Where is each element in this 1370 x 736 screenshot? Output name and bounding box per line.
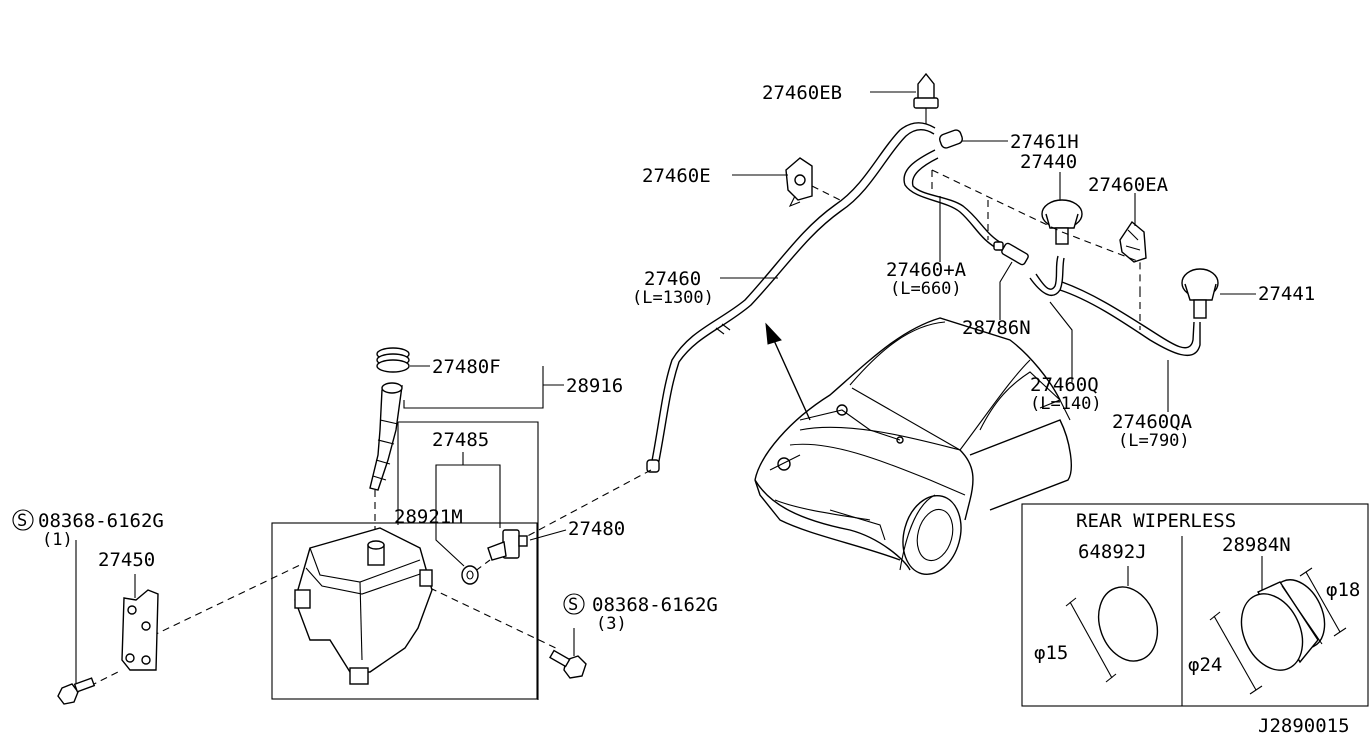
- diagram-code: J2890015: [1258, 715, 1350, 736]
- label-27460EB: 27460EB: [762, 82, 842, 104]
- label-dia15: φ15: [1034, 642, 1068, 664]
- bolt-symbol-left: [12, 509, 34, 531]
- label-27460A: 27460+A: [886, 259, 967, 281]
- hose-27460Q: [1029, 257, 1065, 296]
- label-27460EA: 27460EA: [1088, 174, 1169, 196]
- label-28786N: 28786N: [962, 317, 1031, 339]
- rear-wiperless-title: REAR WIPERLESS: [1076, 510, 1236, 532]
- filler-tube-28916: [369, 347, 410, 491]
- label-28984N: 28984N: [1222, 534, 1291, 556]
- label-64892J: 64892J: [1078, 541, 1147, 563]
- label-27460QA: 27460QA: [1112, 411, 1193, 433]
- pump-27480: [487, 529, 528, 561]
- grommet-28921M: [461, 565, 479, 585]
- label-27461H: 27461H: [1010, 131, 1079, 153]
- washer-tank: [294, 527, 433, 685]
- label-08368-left-qty: (1): [42, 530, 73, 550]
- label-27480F: 27480F: [432, 356, 501, 378]
- label-27480: 27480: [568, 518, 625, 540]
- vehicle-illustration: [754, 317, 1072, 576]
- label-27440: 27440: [1020, 151, 1077, 173]
- plug-28984N: [1240, 579, 1326, 671]
- label-08368-left: 08368-6162G: [38, 510, 164, 532]
- nozzle-27441: [1181, 268, 1219, 319]
- label-27460-length: (L=1300): [632, 288, 714, 308]
- bolt-symbol-right-letter: S: [568, 595, 578, 615]
- connector-27460EB: [913, 72, 939, 124]
- hose-27460: [650, 122, 936, 467]
- label-28916: 28916: [566, 375, 623, 397]
- bolt-08368-left: [57, 677, 96, 705]
- label-dia24: φ24: [1188, 654, 1222, 676]
- nozzle-27440: [1041, 199, 1083, 245]
- hose-27460A: [903, 149, 1001, 251]
- plug-64892J: [1097, 586, 1159, 662]
- hose-27460QA: [1059, 289, 1201, 356]
- joint-27461H: [938, 129, 964, 149]
- label-27460A-length: (L=660): [890, 279, 962, 299]
- label-dia18: φ18: [1326, 579, 1360, 601]
- clip-27460EA: [1119, 220, 1147, 263]
- bolt-symbol-left-letter: S: [17, 511, 27, 531]
- label-27460Q: 27460Q: [1030, 374, 1099, 396]
- bolt-symbol-right: [563, 593, 585, 615]
- tank-assembly-box: [271, 522, 538, 700]
- label-27460: 27460: [644, 268, 701, 290]
- label-27485: 27485: [432, 429, 489, 451]
- bracket-27450: [121, 589, 159, 671]
- label-27460E: 27460E: [642, 165, 711, 187]
- label-27450: 27450: [98, 549, 155, 571]
- rear-wiperless-inset: REAR WIPERLESS 64892J φ15 28984N φ24 φ18: [1021, 503, 1369, 707]
- label-28921M: 28921M: [394, 506, 463, 528]
- clip-27460E: [785, 157, 813, 208]
- bolt-08368-right: [549, 649, 587, 679]
- label-27460QA-length: (L=790): [1118, 431, 1190, 451]
- label-27460Q-length: (L=140): [1030, 394, 1102, 414]
- label-08368-right: 08368-6162G: [592, 594, 718, 616]
- label-08368-right-qty: (3): [596, 614, 627, 634]
- label-27441: 27441: [1258, 283, 1315, 305]
